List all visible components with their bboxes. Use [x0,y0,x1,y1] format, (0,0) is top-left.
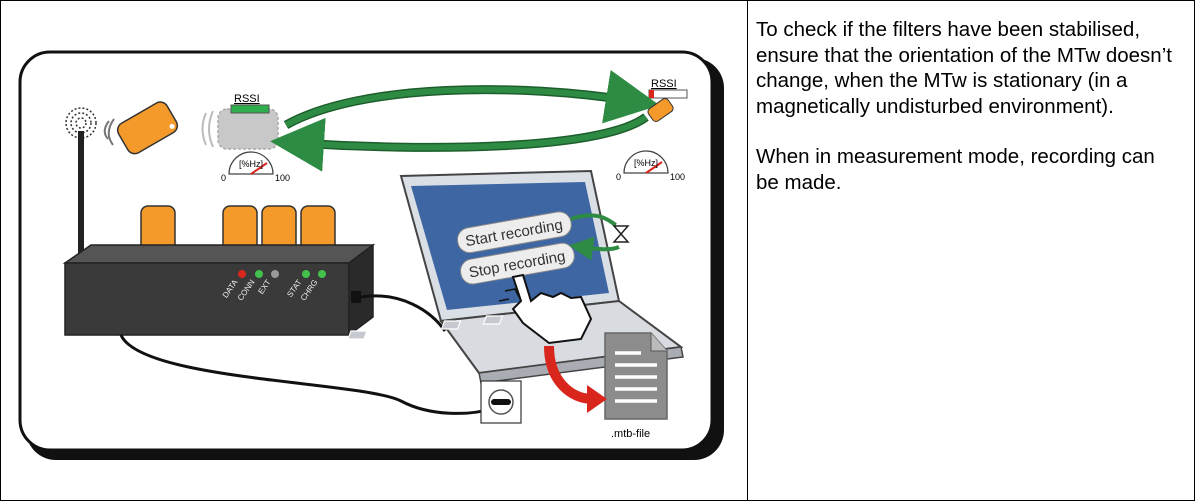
file-label: .mtb-file [611,428,650,440]
power-cable [119,334,492,415]
start-recording-button[interactable]: Start recording [456,210,574,255]
paragraph-measurement-mode: When in measurement mode, recording can … [756,145,1155,194]
usb-port-icon [480,380,522,424]
usb-cable [360,294,447,332]
svg-text:[%Hz]: [%Hz] [634,158,658,168]
rssi-bar-right [648,89,688,99]
docking-station [62,243,376,337]
green-curve-arrow-left [569,236,620,261]
sensor-flying-left [116,101,179,155]
rssi-label-right: RSSI [651,78,677,90]
illustration: RSSI RSSI [18,50,724,460]
gauge-right: [%Hz] 0 100 [616,150,685,182]
svg-text:0: 0 [616,172,621,182]
svg-text:[%Hz]: [%Hz] [239,159,263,169]
figure: RSSI RSSI [1,1,747,500]
sensor-flying-right [647,98,674,122]
figure-cell: RSSI RSSI [0,0,748,501]
text-cell: To check if the filters have been stabil… [747,0,1195,501]
green-curve-arrow-right [570,213,617,227]
antenna-signal-icon [65,107,97,263]
motion-lines-left [103,118,115,146]
svg-text:100: 100 [275,173,290,183]
hand-cursor-icon [498,273,593,345]
document-icon [604,332,668,420]
svg-text:100: 100 [670,172,685,182]
rssi-bar-left [230,104,270,114]
paragraph-filter-check: To check if the filters have been stabil… [756,18,1172,118]
gauge-left: [%Hz] 0 100 [221,151,290,183]
red-arrow [544,345,594,404]
svg-text:0: 0 [221,173,226,183]
text-column: To check if the filters have been stabil… [748,1,1194,195]
rssi-label-left: RSSI [234,93,260,105]
hourglass-icon [612,225,630,243]
